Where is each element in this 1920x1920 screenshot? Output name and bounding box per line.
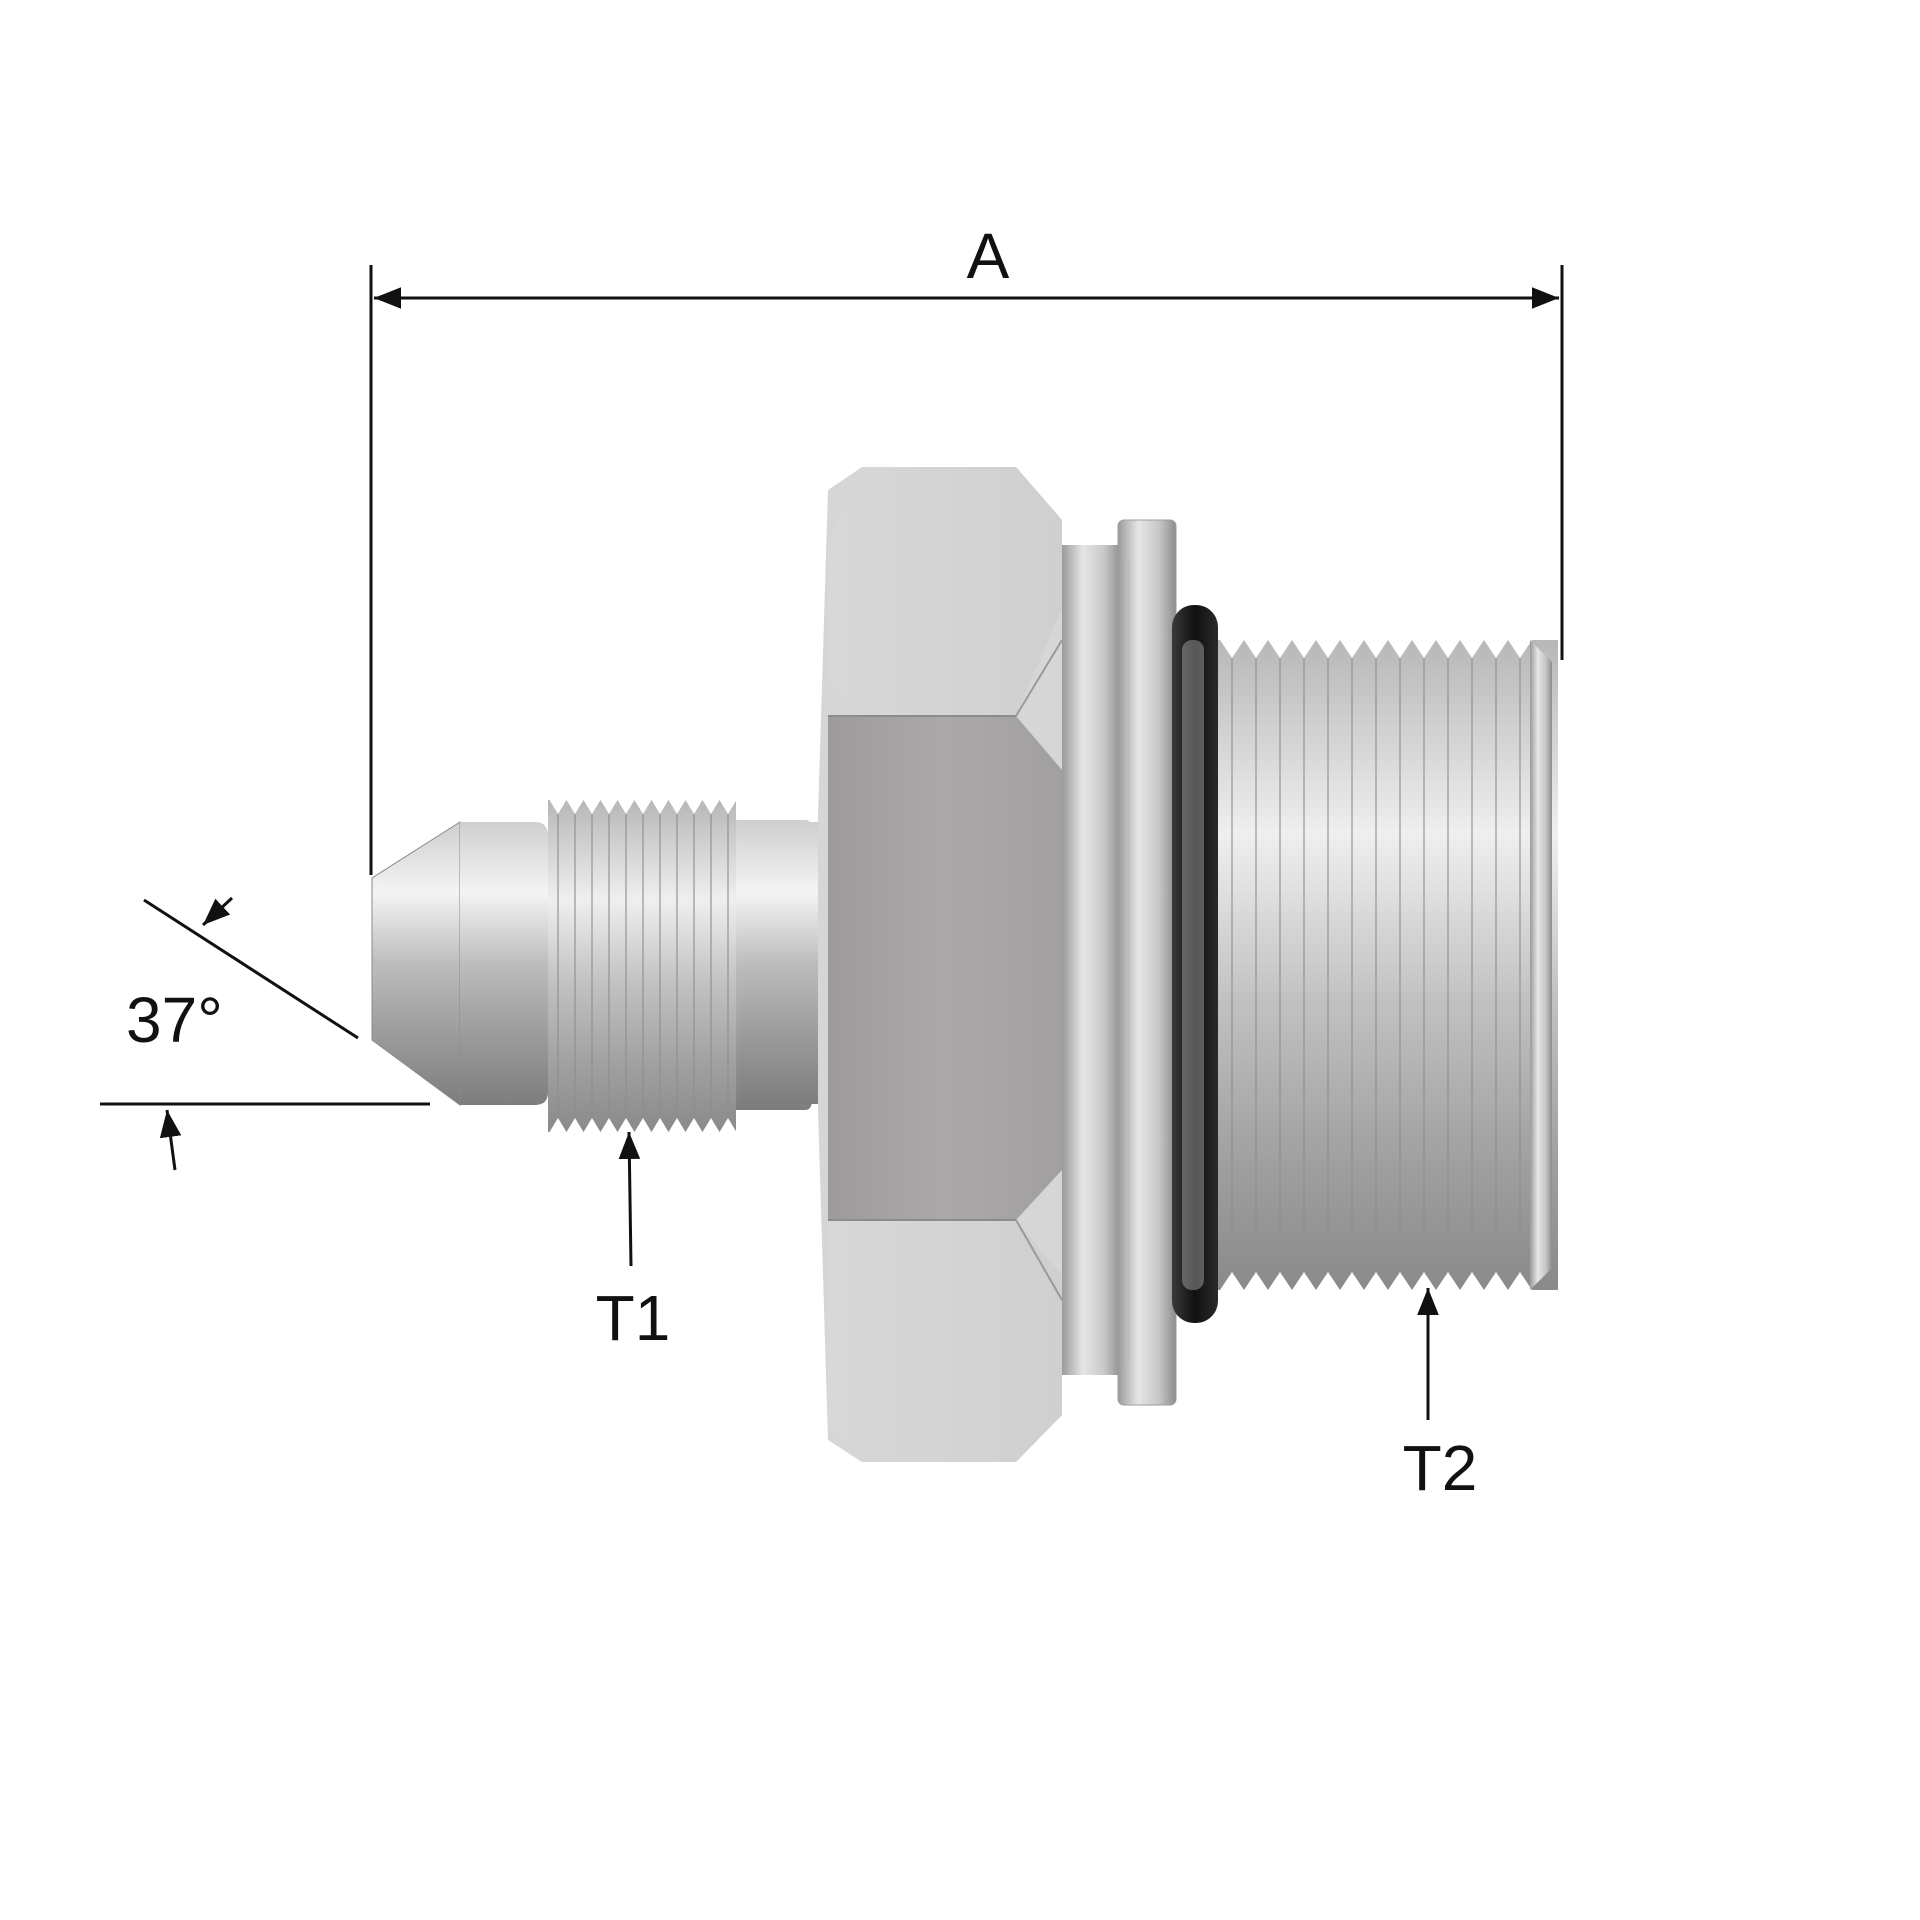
- thread-tooth-notch: [1436, 640, 1460, 658]
- thread-tooth-notch: [583, 1118, 601, 1132]
- thread-tooth-notch: [719, 1118, 737, 1132]
- thread-tooth-notch: [651, 800, 669, 814]
- shoulder: [1062, 545, 1122, 1375]
- dimension-a: A: [369, 220, 1564, 875]
- thread-tooth-notch: [617, 800, 635, 814]
- thread-tooth-notch: [1388, 1272, 1412, 1290]
- thread-tooth-notch: [1292, 1272, 1316, 1290]
- thread-tooth-notch: [1484, 1272, 1508, 1290]
- thread-tooth-notch: [685, 800, 703, 814]
- thread-tooth-notch: [1388, 640, 1412, 658]
- callout-t2: T2: [1403, 1288, 1478, 1504]
- thread-tooth-notch: [549, 800, 567, 814]
- neck: [740, 822, 818, 1104]
- thread-tooth-notch: [1268, 640, 1292, 658]
- thread-tooth-notch: [1316, 640, 1340, 658]
- thread-tooth-notch: [1508, 1272, 1532, 1290]
- backup-washer: [1117, 519, 1177, 1406]
- label-t2: T2: [1403, 1432, 1478, 1504]
- thread-tooth-notch: [702, 800, 720, 814]
- thread-tooth-notch: [685, 1118, 703, 1132]
- label-flare-angle: 37°: [126, 984, 223, 1056]
- hex-body: [818, 467, 1063, 1462]
- thread-tooth-notch: [702, 1118, 720, 1132]
- angle-arrow-bottom: [159, 1109, 182, 1171]
- thread-tooth-notch: [549, 1118, 567, 1132]
- thread-tooth-notch: [566, 800, 584, 814]
- thread-t2: [1218, 640, 1558, 1290]
- thread-tooth-notch: [1412, 640, 1436, 658]
- callout-t1: T1: [596, 1131, 671, 1354]
- thread-tooth-notch: [1220, 640, 1244, 658]
- angle-leader-diagonal: [143, 898, 359, 1040]
- thread-tooth-notch: [1220, 1272, 1244, 1290]
- thread-tooth-notch: [1460, 1272, 1484, 1290]
- thread-tooth-notch: [600, 800, 618, 814]
- thread-tooth-notch: [668, 800, 686, 814]
- label-t1: T1: [596, 1282, 671, 1354]
- thread-tooth-notch: [583, 800, 601, 814]
- thread-tooth-notch: [600, 1118, 618, 1132]
- thread-tooth-notch: [1412, 1272, 1436, 1290]
- thread-tooth-notch: [566, 1118, 584, 1132]
- thread-tooth-notch: [1292, 640, 1316, 658]
- label-a: A: [967, 220, 1010, 292]
- thread-tooth-notch: [651, 1118, 669, 1132]
- thread-tooth-notch: [1484, 640, 1508, 658]
- thread-tooth-notch: [1340, 1272, 1364, 1290]
- thread-tooth-notch: [1364, 640, 1388, 658]
- angle-arrow-top: [201, 896, 234, 927]
- thread-t2-ridges: [1220, 640, 1532, 1290]
- thread-tooth-notch: [1244, 1272, 1268, 1290]
- thread-tooth-notch: [719, 800, 737, 814]
- thread-tooth-notch: [1268, 1272, 1292, 1290]
- thread-tooth-notch: [1364, 1272, 1388, 1290]
- thread-tooth-notch: [634, 800, 652, 814]
- thread-tooth-notch: [1508, 640, 1532, 658]
- thread-tooth-notch: [634, 1118, 652, 1132]
- thread-tooth-notch: [617, 1118, 635, 1132]
- thread-tooth-notch: [1436, 1272, 1460, 1290]
- angle-dimension: 37°: [100, 896, 430, 1171]
- thread-tooth-notch: [1316, 1272, 1340, 1290]
- thread-t1-ridges: [549, 800, 737, 1132]
- o-ring: [1172, 605, 1218, 1323]
- thread-tooth-notch: [1460, 640, 1484, 658]
- thread-tooth-notch: [1244, 640, 1268, 658]
- thread-tooth-notch: [1340, 640, 1364, 658]
- flare-cone: [371, 821, 548, 1106]
- thread-tooth-notch: [668, 1118, 686, 1132]
